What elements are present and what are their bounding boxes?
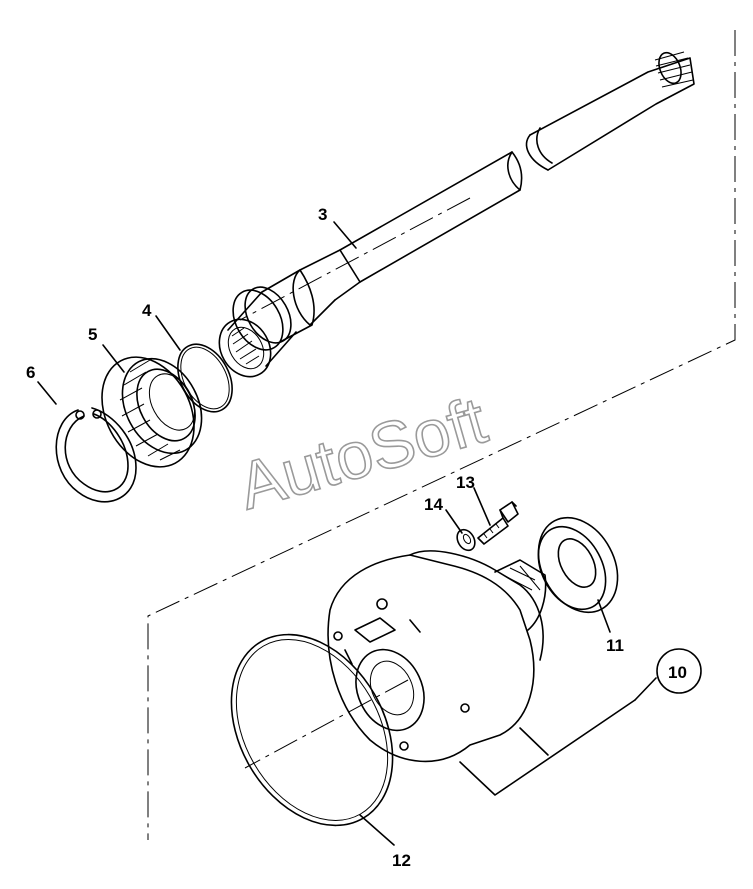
callout-labels: 3 4 5 6 13 14 11 10 12 — [26, 205, 702, 870]
callout-13: 13 — [456, 473, 475, 492]
callout-5: 5 — [88, 325, 97, 344]
callout-3: 3 — [318, 205, 327, 224]
group-bracket-10 — [459, 677, 657, 796]
callout-6: 6 — [26, 363, 35, 382]
callout-4: 4 — [142, 301, 152, 320]
leader-lines — [37, 221, 611, 846]
washer-14 — [456, 528, 476, 552]
callout-10: 10 — [668, 663, 687, 682]
assembly-boundary — [147, 30, 736, 840]
output-shaft — [218, 51, 695, 378]
callout-10-circle — [656, 648, 702, 694]
watermark-text: AutoSoft — [230, 382, 494, 523]
bearing-5 — [101, 356, 203, 468]
callout-12: 12 — [392, 851, 411, 870]
watermark: AutoSoft — [229, 382, 494, 525]
seal-11 — [537, 516, 619, 614]
callout-14: 14 — [424, 495, 443, 514]
pump-housing-10 — [327, 550, 547, 763]
center-axis — [239, 197, 471, 769]
callout-11: 11 — [606, 636, 624, 655]
bolt-13 — [477, 501, 519, 545]
circlip-6 — [55, 407, 137, 503]
